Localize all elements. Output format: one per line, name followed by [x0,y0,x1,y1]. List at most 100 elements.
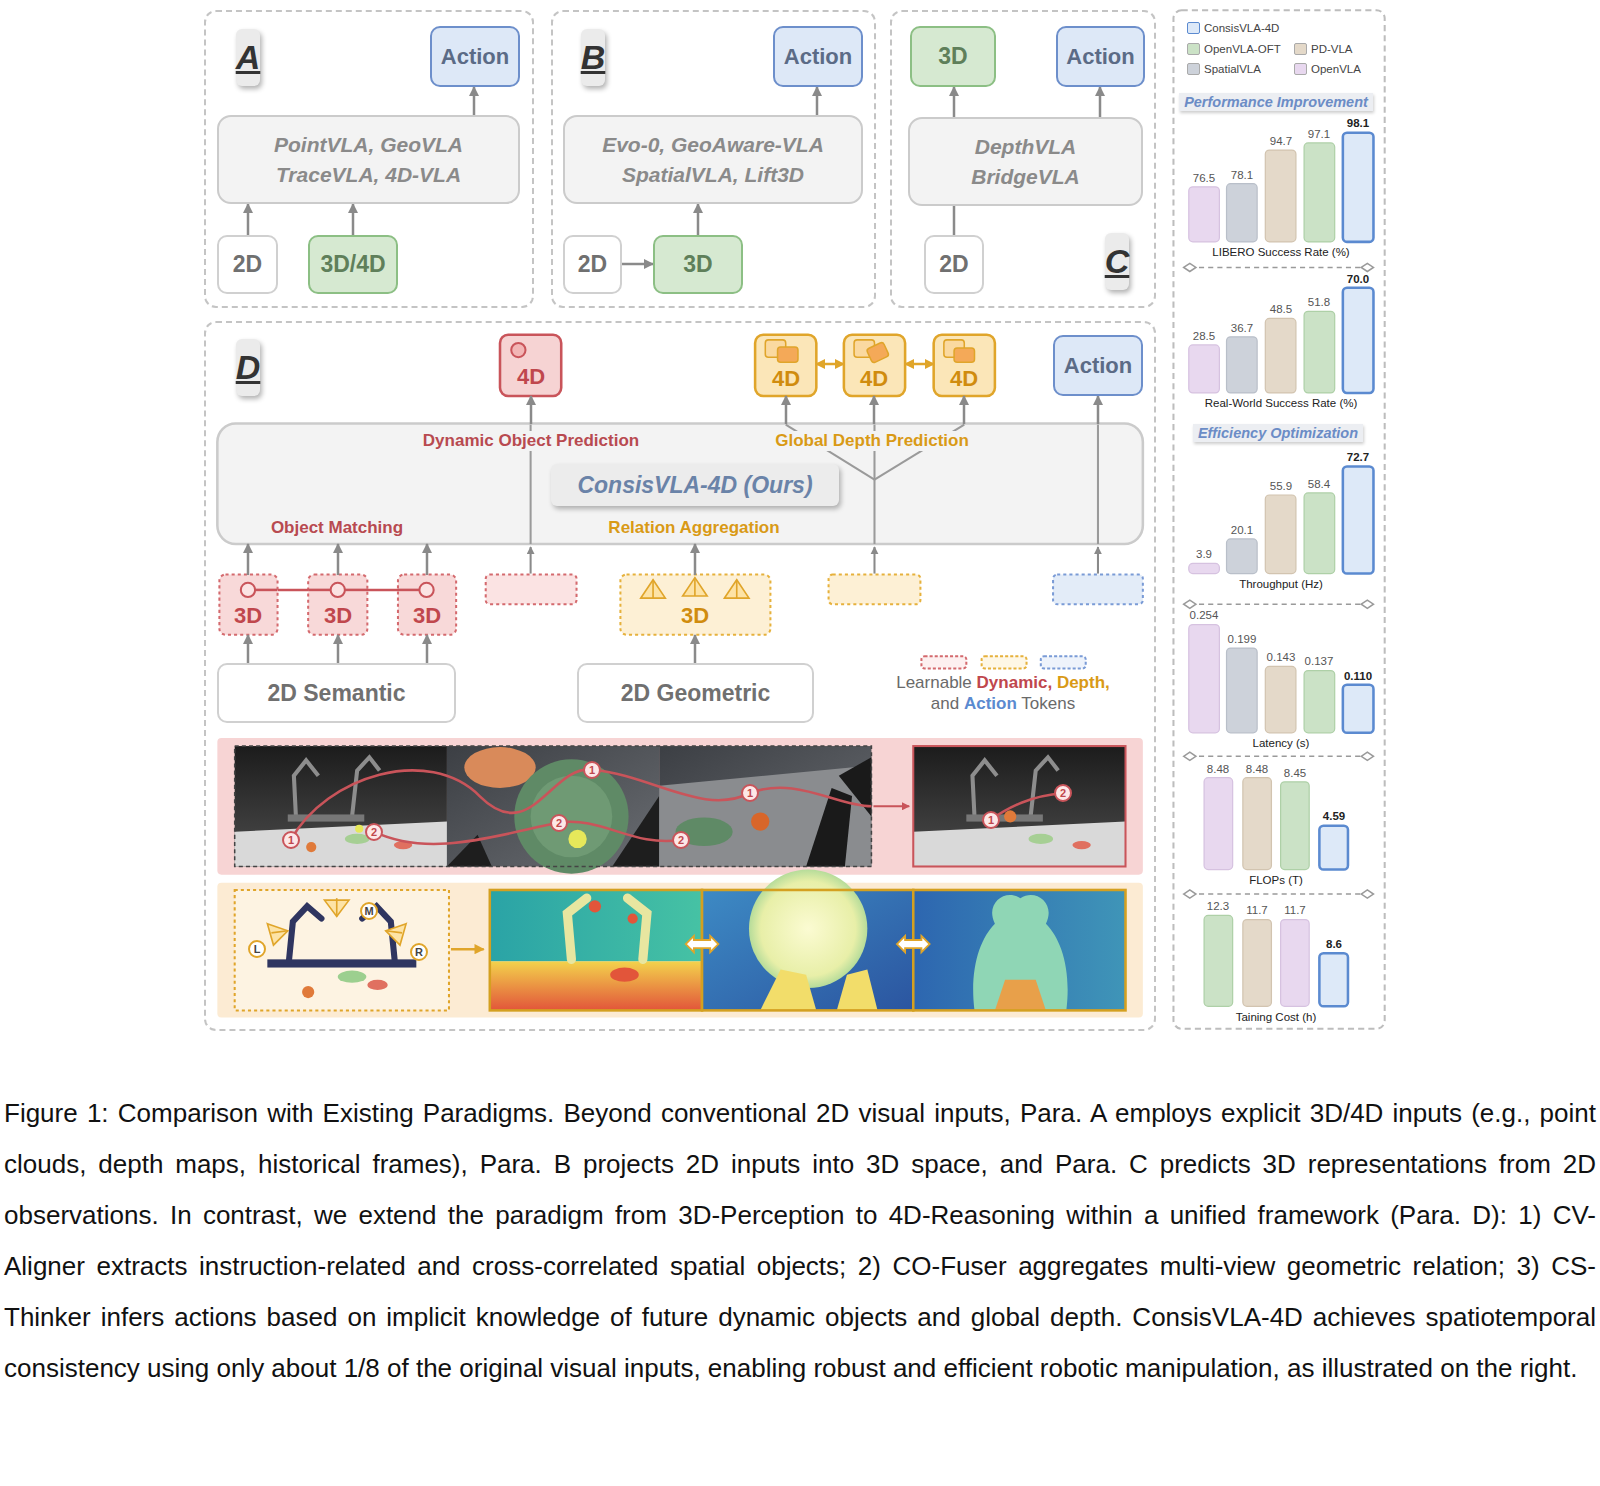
connector-arrow [816,87,819,115]
bar [1343,685,1374,733]
illustration-part [1361,600,1373,608]
callout-number: 2 [550,814,568,832]
callout-number: 2 [365,823,383,841]
bar-value: 78.1 [1231,169,1253,181]
input-box: 2D Geometric [577,663,814,723]
connector-arrow [426,635,429,663]
connector-arrow [426,544,429,575]
box-label: Action [1064,353,1132,379]
illustration-part [972,757,1058,816]
illustration-part [913,822,1125,867]
illustration-part [702,890,913,1010]
backbone-box: Dynamic Object PredictionGlobal Depth Pr… [217,424,1143,544]
connector-arrow [247,635,250,663]
callout-number: 1 [583,761,601,779]
bar [1281,920,1310,1007]
action-box: Action [430,26,520,87]
bar-value: 76.5 [1193,172,1215,184]
illustration-part [1041,656,1086,668]
illustration-part [628,913,638,923]
legend-text: OpenVLA-OFT [1204,43,1281,55]
illustration-part [1184,600,1196,608]
box-label: Action [1066,44,1134,70]
box-label: ConsisVLA-4D (Ours) [577,472,812,499]
illustration-part [1053,575,1143,605]
callout-number: 2 [1054,784,1072,802]
connector-arrow [873,396,876,424]
illustration-part [913,890,1125,1010]
bar [1265,150,1296,242]
box-label: 2D Semantic [267,680,405,707]
connector-arrow [694,544,697,575]
illustration-part [1190,603,1368,605]
illustration-part [294,760,318,816]
connector-arrow [816,363,844,366]
legend-text: ConsisVLA-4D [1204,22,1279,34]
illustration-part [934,335,995,396]
illustration-part [1190,267,1368,269]
connector-arrow [963,396,966,424]
bar-value: 8.48 [1246,763,1268,775]
illustration-part [1097,425,1099,544]
legend-swatch [1187,63,1200,75]
illustration-part [686,936,930,952]
illustration-part [866,342,889,364]
illustration-part [398,589,419,592]
bar [1265,666,1296,732]
illustration-part [288,814,365,821]
illustration-part [1031,757,1059,816]
illustration-part [1072,841,1090,849]
box-label: B [581,29,606,86]
box-label: 2D [578,251,607,278]
bar-value: 8.45 [1284,767,1306,779]
section-header: Efficiency Optimization [1193,424,1363,442]
illustration-part [530,547,532,574]
illustration-part [1361,263,1373,271]
bar [1304,311,1335,393]
legend-item: SpatialVLA [1187,63,1261,75]
illustration-part [837,970,878,1011]
connector-arrow [367,589,398,592]
connector-arrow [905,363,934,366]
3d-token-box: 3D [398,575,456,635]
legend-item: OpenVLA-OFT [1187,43,1281,55]
illustration-part [913,890,1125,1010]
illustration-part [386,924,406,945]
3d-token-box: 3D [219,575,278,635]
bar [1189,345,1220,393]
illustration-part [873,480,875,544]
illustration-part [694,578,696,596]
illustration-part [302,986,314,998]
illustration-part [306,842,316,852]
bar [1343,133,1374,242]
box-label: 3D [234,603,262,629]
bar-value: 94.7 [1270,135,1292,147]
bar-value: 48.5 [1270,303,1292,315]
illustration-part [873,805,909,807]
bar-value: 0.199 [1228,633,1257,645]
illustration-part [294,757,380,816]
bar-value: 11.7 [1284,904,1306,916]
connector-arrow [337,544,340,575]
bar [1189,563,1220,573]
backbone-box-shape [217,424,1143,544]
illustration-part [235,890,449,1010]
3d-input-box: 3D/4D [308,235,398,294]
illustration-part [308,589,330,592]
illustration-part [641,578,749,598]
illustration-part [1184,752,1196,760]
bar-value: 4.59 [1323,810,1345,822]
box-label: 3D/4D [320,251,385,278]
box-label: C [1105,233,1130,290]
illustration-part [1097,547,1099,574]
illustration-part [398,575,456,635]
illustration-part [367,980,387,990]
box-label: 2D Geometric [621,680,771,707]
callout-number: 1 [982,811,1000,829]
illustration-part [241,583,255,597]
illustration-part [973,895,1067,1011]
bar [1304,671,1335,733]
paradigm-panel: BActionEvo-0, GeoAware-VLA SpatialVLA, L… [551,10,876,308]
bar [1319,953,1348,1006]
bar [1343,288,1374,393]
